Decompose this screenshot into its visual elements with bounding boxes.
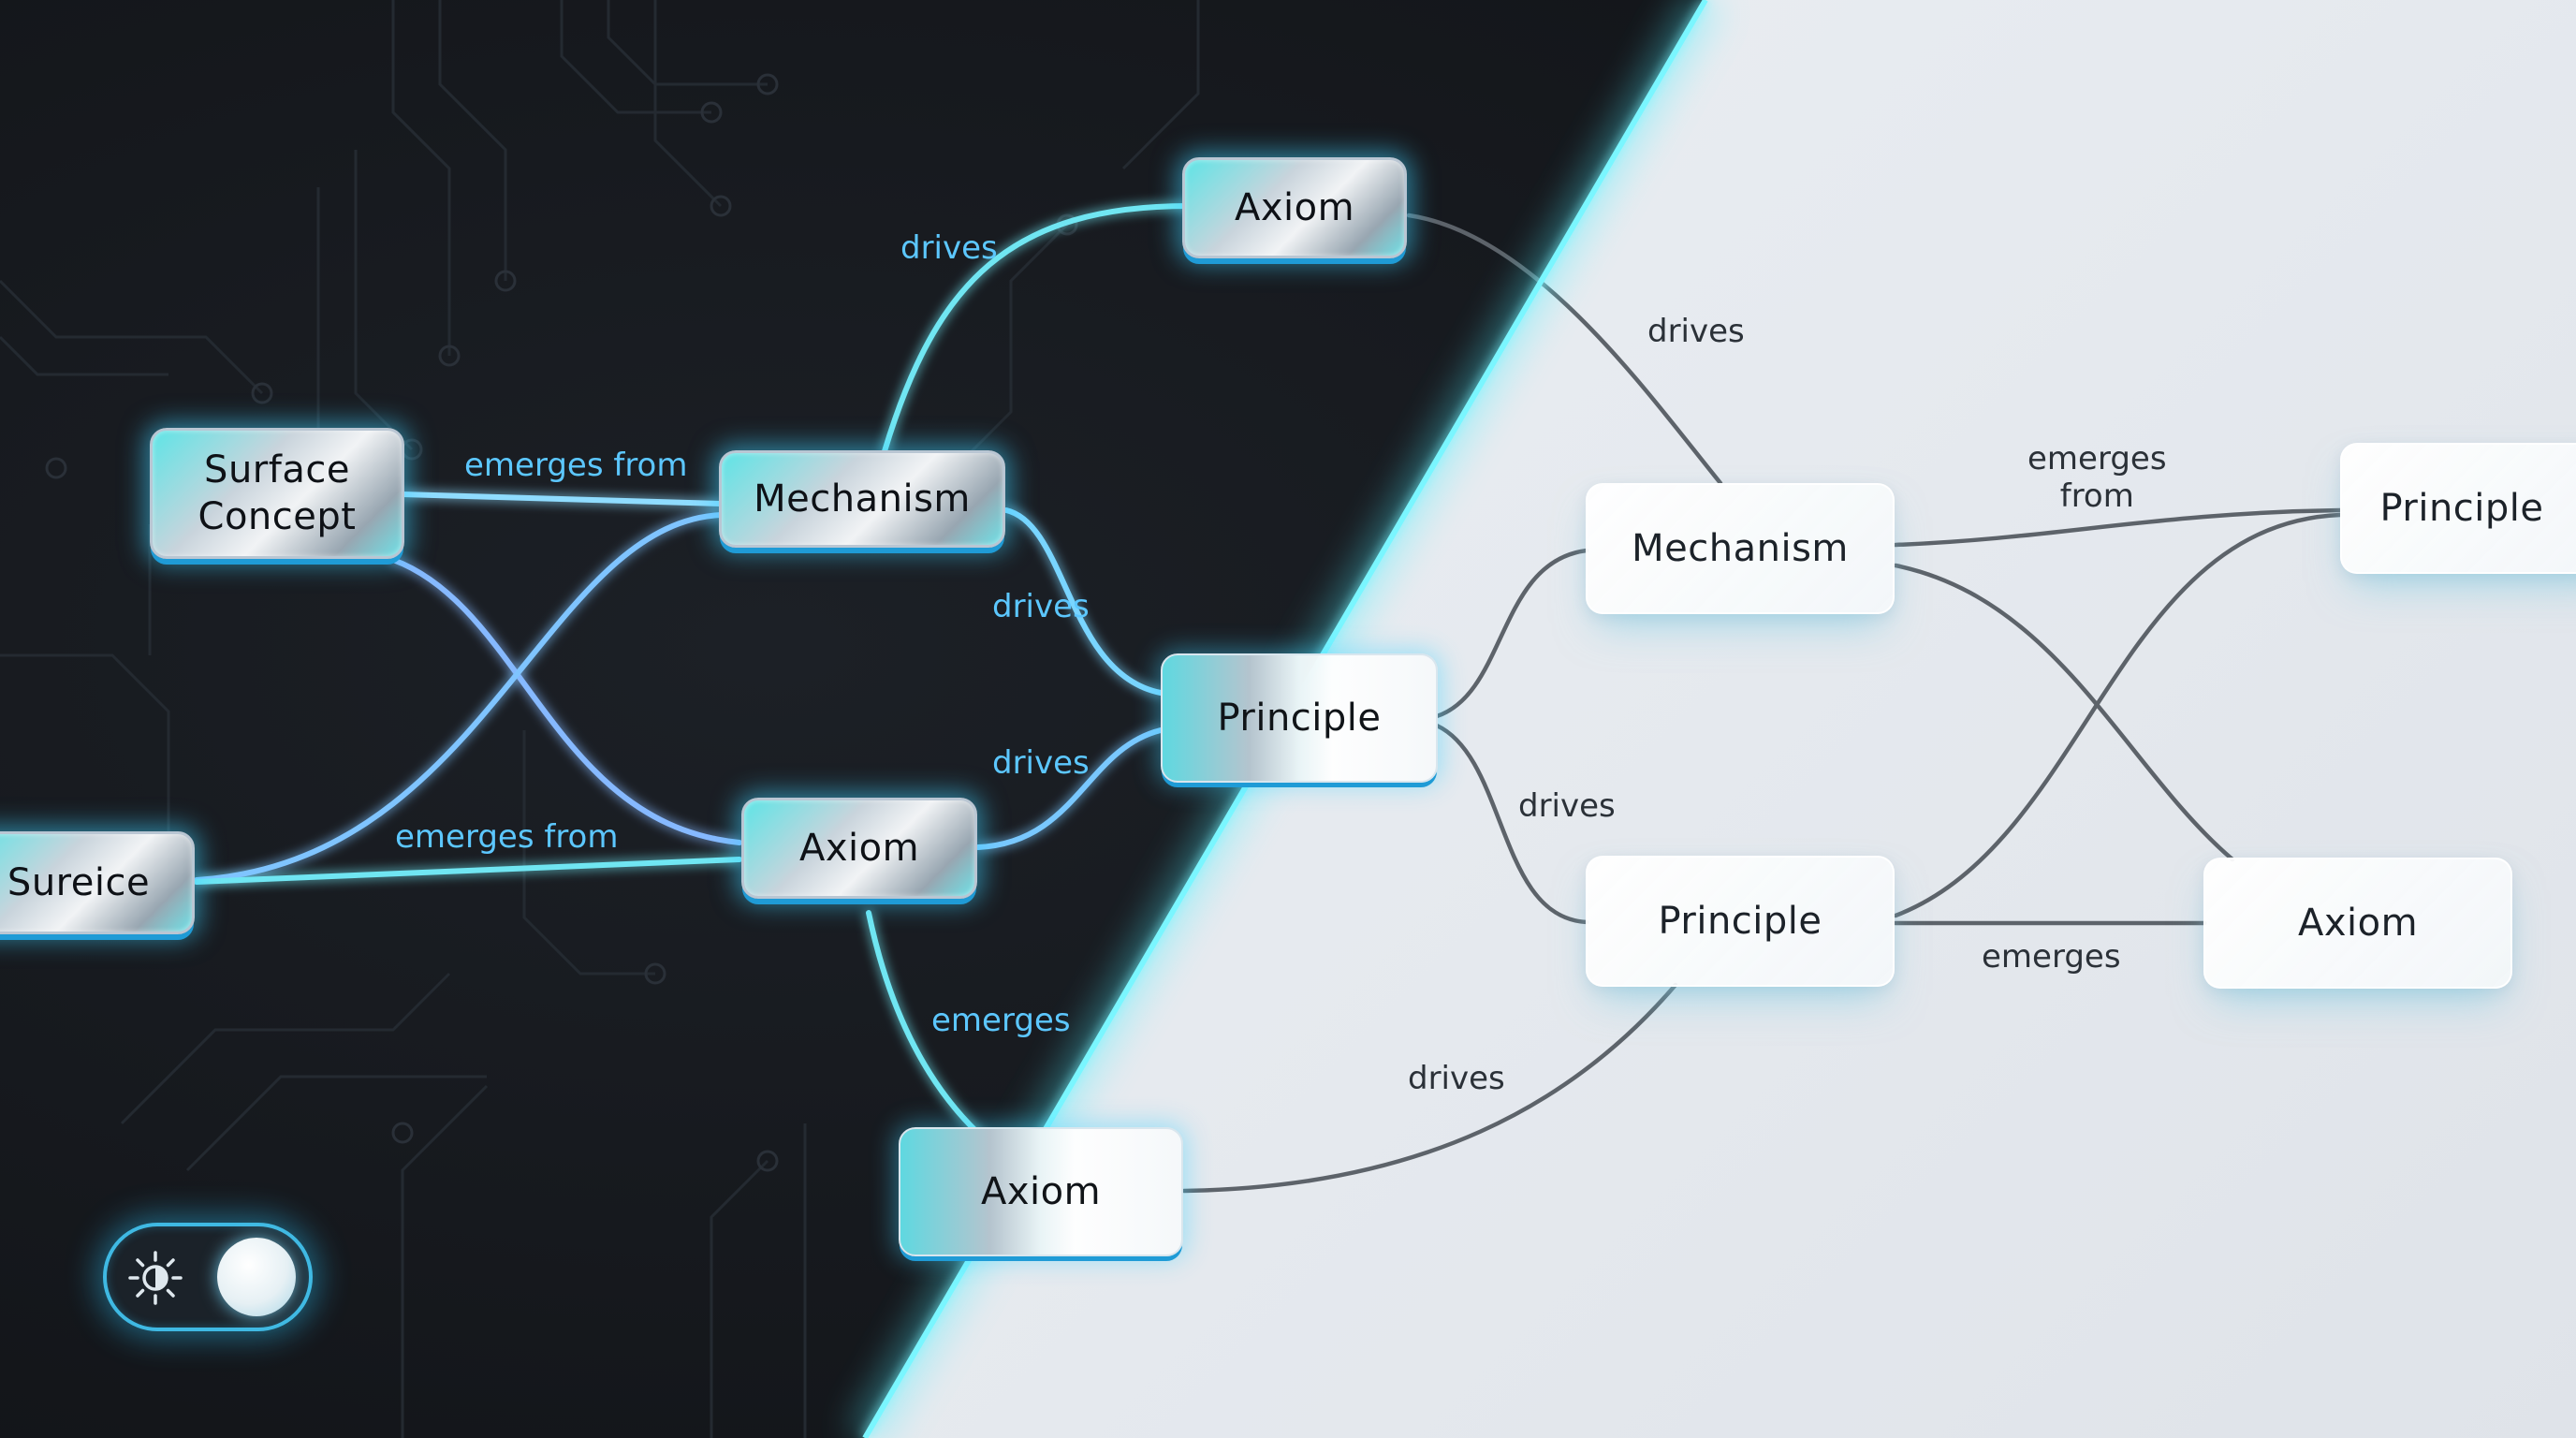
edge-principle-center-to-mechanism [1434,548,1589,719]
sun-half-icon [128,1251,183,1305]
edge-label-emerges: emerges [931,1002,1071,1039]
node-surface-concept[interactable]: Surface Concept [150,428,404,559]
edge-sureice-to-axiom-mid [194,857,742,885]
edge-label-drives: drives [1408,1060,1505,1097]
edge-label-drives: drives [992,588,1090,625]
edge-mechanism-to-axiom-right [1893,563,2235,862]
edge-label-drives: drives [992,744,1090,782]
node-axiom-right[interactable]: Axiom [2203,858,2512,989]
node-principle-center[interactable]: Principle [1161,653,1438,783]
edge-mechanism-to-principle-right [1893,507,2343,548]
edge-label-emerges: emerges [1982,938,2121,976]
node-label: Principle [2379,487,2544,530]
edge-mechanism-to-principle [1003,507,1164,696]
edge-axiom-mid-to-axiom-bottom [866,910,986,1140]
edge-surface-to-mechanism [400,492,724,506]
edge-label-drives: drives [1518,787,1616,825]
node-axiom-mid[interactable]: Axiom [741,798,977,899]
edge-principle-light-to-principle-right [1893,512,2343,918]
edge-label-drives: drives [1647,313,1745,350]
node-label: Axiom [2297,902,2419,945]
edge-label-emerges-from: emerges from [2027,440,2167,515]
node-axiom-top[interactable]: Axiom [1182,157,1407,258]
node-label: Axiom [798,827,920,870]
edge-axiom-bottom-to-principle-light [1181,982,1678,1194]
node-label: Sureice [7,861,151,904]
node-label: Axiom [1234,186,1355,229]
node-principle-light[interactable]: Principle [1586,856,1895,987]
node-mechanism-light[interactable]: Mechanism [1586,483,1895,614]
node-principle-right-top[interactable]: Principle [2340,443,2576,574]
node-label: Axiom [980,1170,1102,1213]
edge-label-drives: drives [900,229,998,267]
node-label: Principle [1658,900,1822,943]
edge-axiom-mid-to-principle [975,727,1164,850]
node-label: Surface Concept [198,448,357,538]
edge-surface-to-axiom-mid [390,557,742,845]
edge-principle-center-to-principle-light [1434,723,1589,925]
edge-label-emerges-from: emerges from [395,818,619,856]
edge-mechanism-to-axiom-top [882,203,1192,454]
node-mechanism-dark[interactable]: Mechanism [719,450,1005,548]
node-label: Mechanism [754,477,971,521]
node-label: Mechanism [1632,527,1849,570]
node-label: Principle [1217,697,1382,740]
node-axiom-bottom[interactable]: Axiom [899,1127,1183,1256]
node-sureice[interactable]: Sureice [0,831,195,934]
edge-sureice-to-mechanism [194,512,724,883]
theme-toggle[interactable] [103,1223,313,1331]
edge-axiom-top-to-mechanism-light [1406,213,1723,486]
toggle-knob[interactable] [217,1238,296,1316]
edge-label-emerges-from: emerges from [464,447,688,484]
